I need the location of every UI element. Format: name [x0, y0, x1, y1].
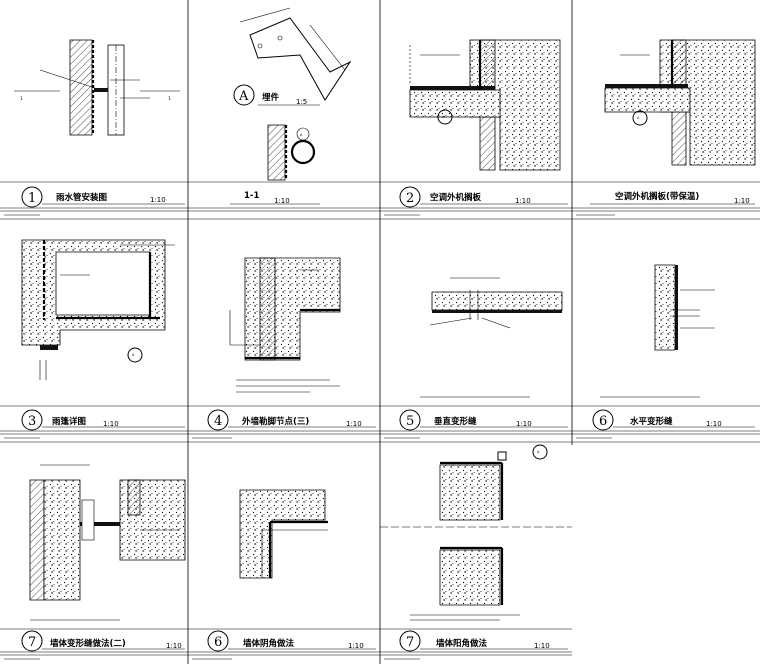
cell-number: 7 — [406, 635, 414, 650]
cell-scale: 1:10 — [706, 420, 722, 428]
cell-scale: 1:10 — [534, 642, 550, 650]
cell-scale: 1:10 — [348, 642, 364, 650]
title-block-canopy: 3 雨篷详图 1:10 — [21, 409, 185, 431]
cell-title: 墙体阴角做法 — [243, 638, 295, 649]
detail-marker-letter: A — [442, 115, 445, 119]
embed-letter: A — [238, 89, 249, 104]
cell-scale: 1:10 — [103, 420, 119, 428]
detail-wall-joint — [29, 464, 186, 621]
cell-title: 垂直变形缝 — [434, 416, 477, 427]
title-block-ac-shelf: 2 空调外机搁板 1:10 — [399, 186, 568, 208]
cell-title: 墙体阳角做法 — [436, 638, 488, 649]
title-band-row-3 — [0, 628, 572, 656]
section-mark: 1 — [20, 96, 23, 102]
cell-scale: 1:10 — [346, 420, 362, 428]
detail-embed-and-section: A 埋件 1:5 A — [233, 7, 352, 181]
title-band-row-2 — [0, 405, 760, 443]
detail-marker — [233, 84, 255, 106]
cell-number: 6 — [214, 635, 222, 650]
detail-marker-letter: A — [537, 450, 540, 454]
cell-scale: 1:10 — [166, 642, 182, 650]
detail-ac-shelf-insulated: A — [604, 39, 756, 166]
grid-lines — [187, 0, 573, 664]
cell-number: 7 — [28, 635, 36, 650]
cell-title: 墙体变形缝做法(二) — [50, 638, 126, 649]
cell-title: 雨水管安装图 — [56, 192, 107, 203]
detail-horizontal-joint — [600, 264, 715, 398]
title-block-ac-shelf-insulated: 空调外机搁板(带保温) 1:10 — [590, 191, 755, 205]
detail-marker-letter: A — [132, 353, 135, 357]
cell-scale: 1:10 — [274, 197, 290, 205]
detail-rain-pipe: 1 1 — [14, 39, 180, 136]
title-block-inner-corner: 6 墙体阴角做法 1:10 — [207, 630, 376, 652]
cell-scale: 1:10 — [734, 197, 750, 205]
section-mark: 1 — [168, 96, 171, 102]
section-marker-letter: A — [300, 133, 303, 137]
embed-title: 埋件 — [262, 92, 280, 103]
detail-vertical-joint — [420, 277, 563, 398]
detail-outer-corner: A — [380, 444, 572, 621]
detail-ac-shelf: A — [409, 39, 561, 171]
cell-title: 水平变形缝 — [629, 416, 673, 427]
title-block-plinth: 4 外墙勒脚节点(三) 1:10 — [207, 409, 376, 431]
title-block-vertical-joint: 5 垂直变形缝 1:10 — [399, 409, 568, 431]
embed-scale: 1:5 — [296, 98, 307, 106]
cell-title: 1-1 — [244, 191, 259, 201]
cell-number: 2 — [406, 191, 414, 206]
cell-scale: 1:10 — [150, 196, 166, 204]
detail-marker-letter: A — [637, 116, 640, 120]
cell-number: 3 — [28, 414, 36, 429]
title-block-wall-joint: 7 墙体变形缝做法(二) 1:10 — [21, 630, 185, 652]
title-block-outer-corner: 7 墙体阳角做法 1:10 — [399, 630, 568, 652]
detail-plinth — [229, 257, 341, 393]
cell-title: 雨篷详图 — [52, 416, 86, 427]
cell-scale: 1:10 — [515, 197, 531, 205]
cell-number: 1 — [28, 191, 36, 206]
cell-number: 6 — [599, 414, 607, 429]
detail-inner-corner — [239, 489, 328, 579]
title-block-horizontal-joint: 6 水平变形缝 1:10 — [592, 409, 755, 431]
sub-notes — [4, 214, 615, 660]
cell-title: 外墙勒脚节点(三) — [241, 416, 309, 427]
detail-canopy: A — [21, 239, 175, 380]
cell-number: 5 — [406, 414, 414, 429]
cell-title: 空调外机搁板(带保温) — [615, 191, 699, 202]
title-band-row-1 — [0, 181, 760, 220]
title-block-section-1-1: 1-1 1:10 — [230, 191, 320, 205]
cell-scale: 1:10 — [516, 420, 532, 428]
cell-title: 空调外机搁板 — [430, 192, 482, 203]
cell-number: 4 — [214, 414, 222, 429]
title-block-rain-pipe: 1 雨水管安装图 1:10 — [21, 186, 185, 208]
